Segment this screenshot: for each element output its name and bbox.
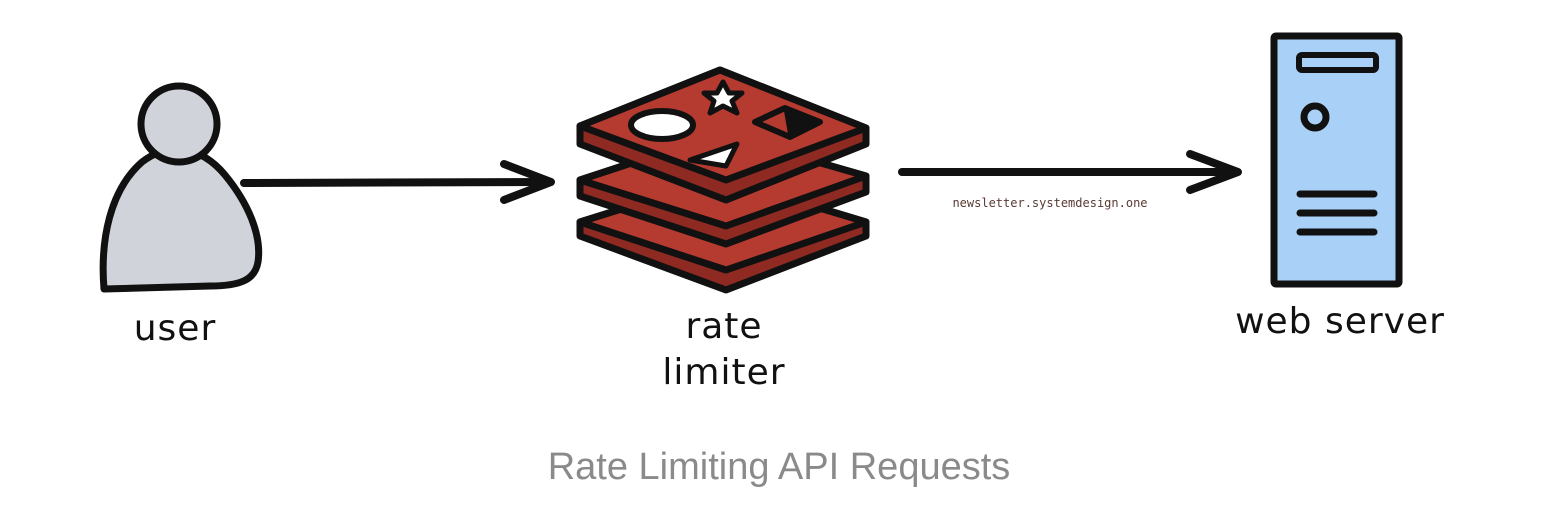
arrow-rate-limiter-to-web-server [898,150,1242,194]
server-tower-icon [1270,32,1403,288]
user-node: user [99,82,263,349]
user-label: user [134,308,217,349]
figure-caption: Rate Limiting API Requests [547,446,1011,488]
arrow-user-to-rate-limiter [240,160,555,204]
rate-limiter-label-line2: limiter [662,352,785,393]
watermark-text: newsletter.systemdesign.one [952,196,1147,210]
web-server-label: web server [1235,301,1445,342]
web-server-node: web server [1235,32,1445,342]
user-icon [99,82,263,293]
redis-stack-icon [576,66,870,294]
rate-limiter-node: rate limiter [576,66,870,393]
rate-limiter-label-line1: rate [685,306,762,347]
